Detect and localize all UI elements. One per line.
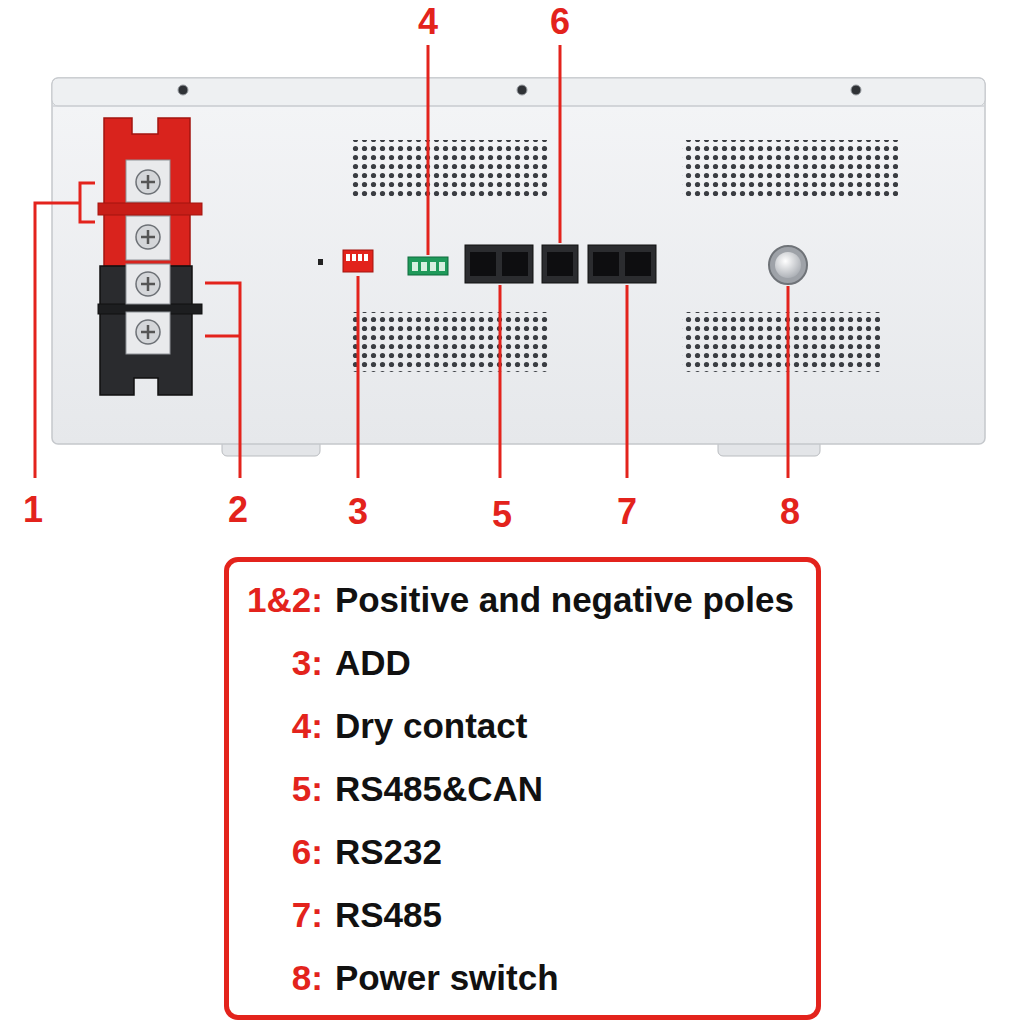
callout-number: 2 [228, 492, 248, 528]
key-number: 5: [292, 771, 323, 806]
callout-number: 6 [550, 4, 570, 40]
key-box: 1&2: Positive and negative poles 3: ADD 4: Dr… [224, 557, 821, 1020]
dip-levers [346, 254, 368, 261]
key-grid: 1&2: Positive and negative poles 3: ADD 4: Dr… [247, 568, 794, 1009]
lid-screw [851, 85, 861, 95]
callout-number: 3 [348, 494, 368, 530]
lid-seam [52, 105, 985, 107]
key-description: ADD [335, 645, 411, 680]
lid-screw [178, 85, 188, 95]
dip-switch [343, 250, 373, 272]
power-button [775, 252, 801, 278]
callout-number: 7 [617, 494, 637, 530]
key-number: 4: [292, 708, 323, 743]
callout-number: 5 [492, 497, 512, 533]
housing-lid [52, 78, 985, 106]
lid-screw [517, 85, 527, 95]
key-description: RS232 [335, 834, 442, 869]
key-number: 3: [292, 645, 323, 680]
callout-number: 8 [780, 494, 800, 530]
callout-number: 4 [418, 4, 438, 40]
rj45-ports [465, 245, 656, 283]
key-description: Positive and negative poles [335, 582, 794, 617]
vent-grid [682, 140, 898, 200]
dry-contact-connector [408, 257, 448, 275]
key-description: RS485&CAN [335, 771, 543, 806]
key-number: 8: [292, 960, 323, 995]
device-housing [52, 78, 985, 444]
terminal-screws [136, 170, 160, 344]
key-number: 7: [292, 897, 323, 932]
vent-grid [352, 312, 550, 372]
vent-grid [682, 312, 880, 372]
key-description: RS485 [335, 897, 442, 932]
callout-number: 1 [23, 492, 43, 528]
connector-pins [412, 262, 445, 271]
key-description: Power switch [335, 960, 559, 995]
key-number: 6: [292, 834, 323, 869]
negative-terminal-block [100, 266, 192, 395]
key-description: Dry contact [335, 708, 528, 743]
key-number: 1&2: [247, 582, 323, 617]
vent-grid [352, 140, 550, 200]
indicator-dot [318, 259, 323, 265]
leader-lines [35, 45, 788, 478]
terminal-divider [98, 203, 202, 215]
power-button-ring [769, 246, 807, 284]
